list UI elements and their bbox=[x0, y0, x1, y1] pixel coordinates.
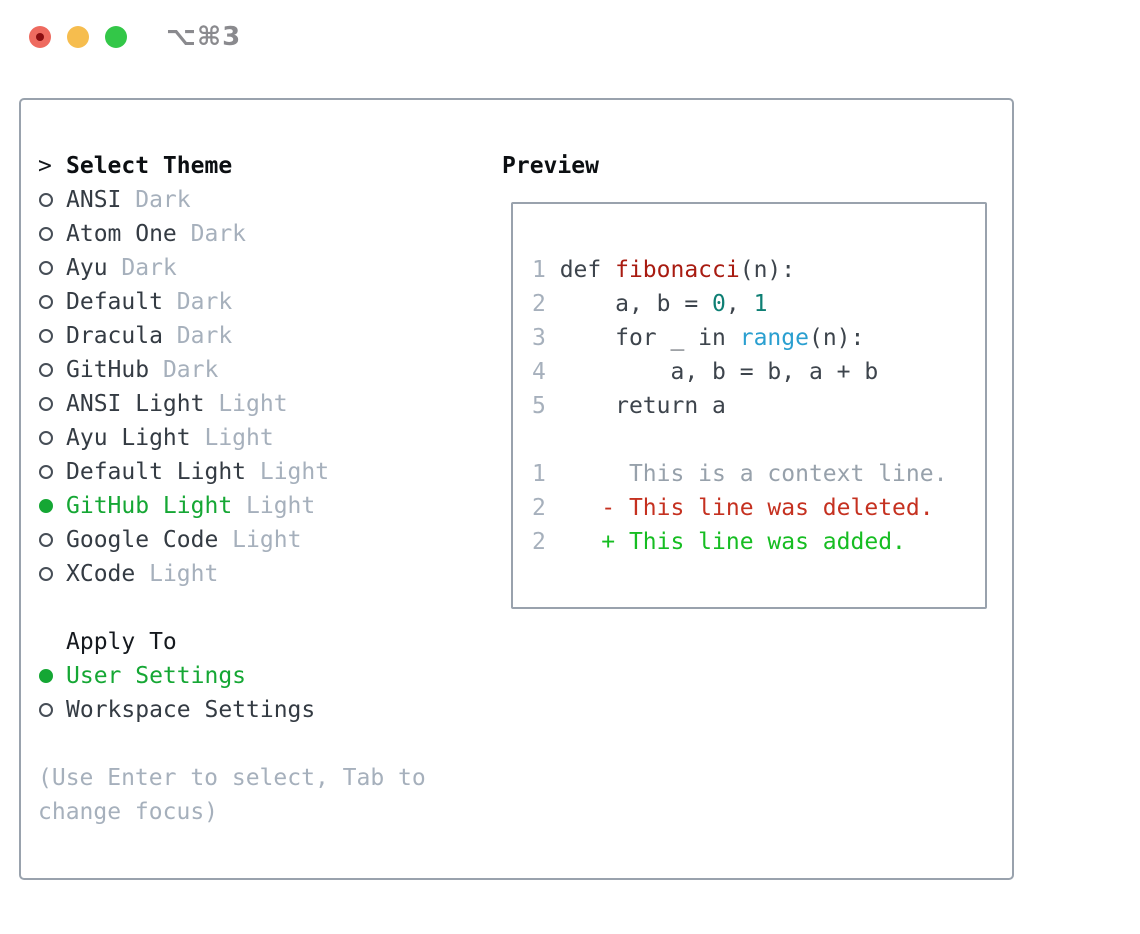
theme-name: Default Light bbox=[66, 459, 247, 485]
apply-to-header-row: Apply To bbox=[38, 625, 488, 659]
theme-name: Ayu bbox=[66, 255, 108, 281]
theme-variant-label: Light bbox=[135, 561, 219, 587]
radio-unselected-icon bbox=[39, 261, 53, 275]
select-theme-heading: Select Theme bbox=[66, 153, 233, 179]
close-button[interactable] bbox=[29, 26, 51, 48]
code-line: 4 a, b = b, a + b bbox=[532, 359, 879, 385]
radio-unselected-icon bbox=[39, 703, 53, 717]
theme-variant-label: Dark bbox=[107, 255, 177, 281]
zoom-button[interactable] bbox=[105, 26, 127, 48]
theme-option-ansi-light-light[interactable]: ANSI Light Light bbox=[38, 387, 488, 421]
theme-variant-label: Light bbox=[246, 459, 330, 485]
theme-name: Atom One bbox=[66, 221, 177, 247]
code-line: 1 This is a context line. bbox=[532, 461, 948, 487]
apply-option-label: Workspace Settings bbox=[66, 697, 316, 723]
window-title-shortcut: ⌥⌘3 bbox=[166, 22, 242, 52]
theme-name: ANSI Light bbox=[66, 391, 205, 417]
spacer bbox=[38, 727, 488, 761]
theme-name: Default bbox=[66, 289, 163, 315]
code-line: 2 + This line was added. bbox=[532, 529, 906, 555]
code-line bbox=[532, 423, 985, 457]
cursor-caret: > bbox=[38, 153, 52, 179]
code-line: 2 a, b = 0, 1 bbox=[532, 291, 768, 317]
radio-unselected-icon bbox=[39, 193, 53, 207]
radio-unselected-icon bbox=[39, 227, 53, 241]
theme-option-ayu-light-light[interactable]: Ayu Light Light bbox=[38, 421, 488, 455]
code-line: 5 return a bbox=[532, 393, 726, 419]
code-line: 2 - This line was deleted. bbox=[532, 495, 934, 521]
theme-name: Google Code bbox=[66, 527, 219, 553]
theme-name: ANSI bbox=[66, 187, 122, 213]
theme-option-atom-one-dark[interactable]: Atom One Dark bbox=[38, 217, 488, 251]
theme-variant-label: Light bbox=[232, 493, 316, 519]
titlebar: ⌥⌘3 bbox=[0, 0, 1140, 70]
theme-variant-label: Light bbox=[204, 391, 288, 417]
theme-option-dracula-dark[interactable]: Dracula Dark bbox=[38, 319, 488, 353]
radio-unselected-icon bbox=[39, 397, 53, 411]
theme-option-github-dark[interactable]: GitHub Dark bbox=[38, 353, 488, 387]
hint-text-line2: change focus) bbox=[38, 799, 219, 825]
theme-option-default-dark[interactable]: Default Dark bbox=[38, 285, 488, 319]
code-line: 3 for _ in range(n): bbox=[532, 325, 865, 351]
apply-option-label: User Settings bbox=[66, 663, 247, 689]
radio-unselected-icon bbox=[39, 567, 53, 581]
radio-unselected-icon bbox=[39, 533, 53, 547]
theme-variant-label: Dark bbox=[176, 221, 247, 247]
code-block: 1 def fibonacci(n): 2 a, b = 0, 1 3 for _ … bbox=[532, 253, 985, 559]
radio-unselected-icon bbox=[39, 295, 53, 309]
preview-heading: Preview bbox=[502, 153, 599, 179]
code-line: 1 def fibonacci(n): bbox=[532, 257, 796, 283]
theme-option-github-light-light[interactable]: GitHub Light Light bbox=[38, 489, 488, 523]
minimize-button[interactable] bbox=[67, 26, 89, 48]
theme-option-ayu-dark[interactable]: Ayu Dark bbox=[38, 251, 488, 285]
theme-option-ansi-dark[interactable]: ANSI Dark bbox=[38, 183, 488, 217]
radio-unselected-icon bbox=[39, 431, 53, 445]
theme-variant-label: Light bbox=[218, 527, 302, 553]
theme-option-default-light-light[interactable]: Default Light Light bbox=[38, 455, 488, 489]
theme-variant-label: Dark bbox=[149, 357, 219, 383]
theme-variant-label: Dark bbox=[121, 187, 191, 213]
select-theme-header-row: > Select Theme bbox=[38, 149, 488, 183]
code-preview-box: 1 def fibonacci(n): 2 a, b = 0, 1 3 for _ … bbox=[511, 202, 987, 609]
radio-selected-icon bbox=[39, 669, 53, 683]
theme-name: Dracula bbox=[66, 323, 163, 349]
theme-variant-label: Dark bbox=[162, 323, 233, 349]
radio-unselected-icon bbox=[39, 465, 53, 479]
apply-option-user-settings[interactable]: User Settings bbox=[38, 659, 488, 693]
hint-text-line1: (Use Enter to select, Tab to bbox=[38, 765, 426, 791]
spacer bbox=[38, 591, 488, 625]
theme-name: XCode bbox=[66, 561, 136, 587]
theme-option-google-code-light[interactable]: Google Code Light bbox=[38, 523, 488, 557]
radio-unselected-icon bbox=[39, 329, 53, 343]
theme-option-xcode-light[interactable]: XCode Light bbox=[38, 557, 488, 591]
theme-variant-label: Light bbox=[190, 425, 274, 451]
theme-name: Ayu Light bbox=[66, 425, 191, 451]
theme-name: GitHub Light bbox=[66, 493, 233, 519]
apply-option-workspace-settings[interactable]: Workspace Settings bbox=[38, 693, 488, 727]
theme-variant-label: Dark bbox=[162, 289, 233, 315]
apply-to-heading: Apply To bbox=[66, 629, 177, 655]
theme-name: GitHub bbox=[66, 357, 150, 383]
radio-unselected-icon bbox=[39, 363, 53, 377]
unsaved-indicator-dot bbox=[36, 33, 44, 41]
radio-selected-icon bbox=[39, 499, 53, 513]
